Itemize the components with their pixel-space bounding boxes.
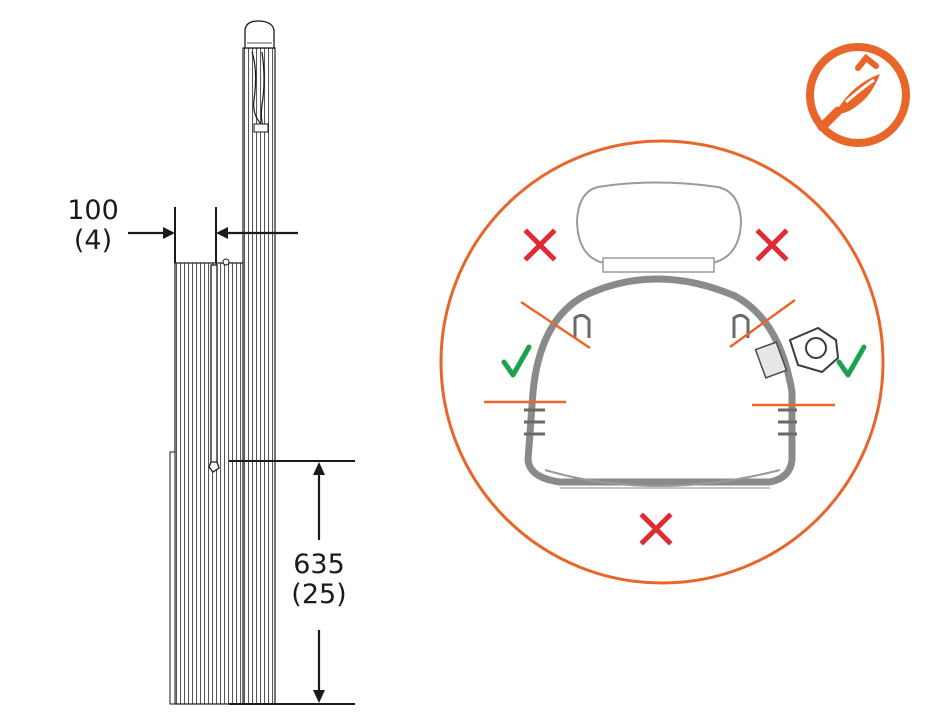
height-in: (25) xyxy=(291,579,347,610)
height-dimension-label: 635 (25) xyxy=(282,550,356,610)
profile-cap xyxy=(575,181,743,267)
height-mm: 635 xyxy=(293,549,345,580)
width-mm: 100 xyxy=(67,195,119,226)
pole-side-view xyxy=(128,20,355,705)
x-mark-icon xyxy=(639,512,673,546)
width-in: (4) xyxy=(73,225,113,256)
x-mark-icon xyxy=(523,228,557,262)
check-mark-icon xyxy=(501,344,532,378)
pole-cap xyxy=(244,20,275,49)
drill-bit-icon xyxy=(806,43,910,147)
pole-upper xyxy=(242,47,276,705)
width-dimension-label: 100 (4) xyxy=(60,196,126,256)
mount-box xyxy=(174,262,244,705)
side-device xyxy=(754,326,840,379)
profile-body xyxy=(524,275,796,486)
check-mark-icon xyxy=(836,344,867,378)
zone-boundary-lines xyxy=(484,298,835,407)
x-mark-icon xyxy=(755,228,789,262)
cross-section-view xyxy=(439,139,885,585)
